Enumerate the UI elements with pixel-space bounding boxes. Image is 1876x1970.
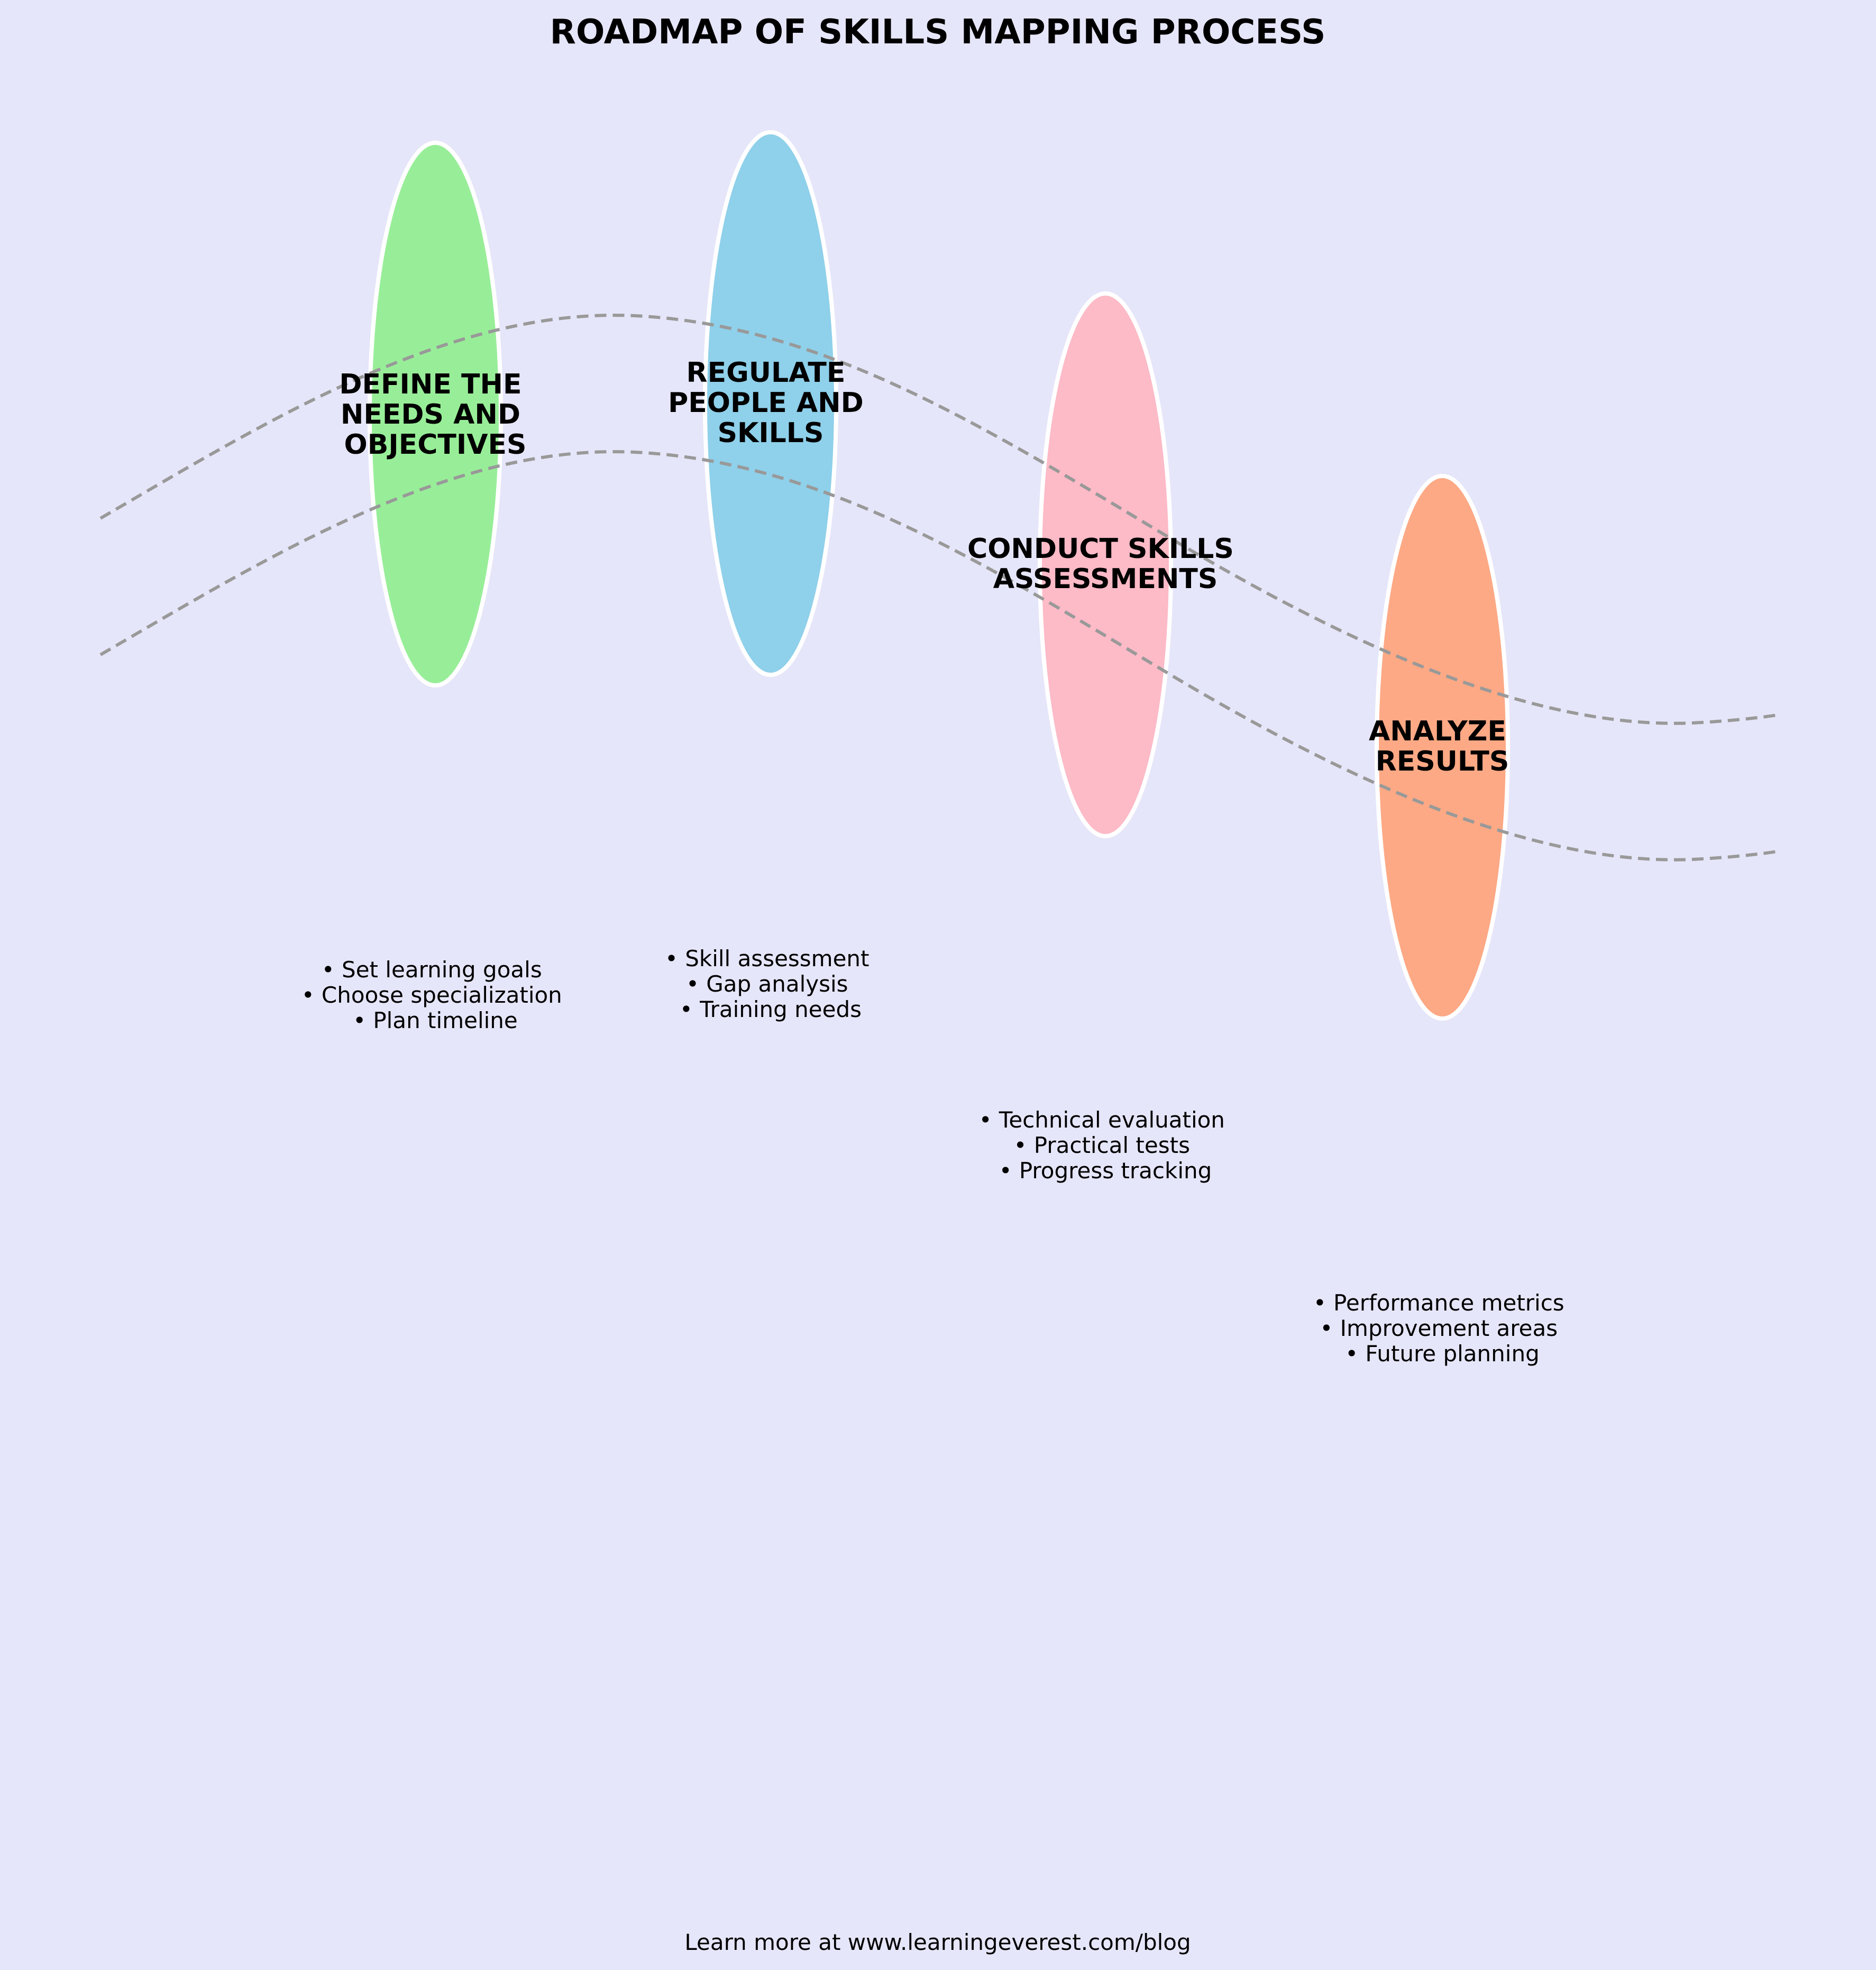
stage-3-bullets: • Technical evaluation • Practical tests… <box>979 1107 1232 1184</box>
stage-2-label-line-3: SKILLS <box>718 417 824 449</box>
stage-2-label: REGULATE PEOPLE AND SKILLS <box>668 357 873 449</box>
stage-3-bullet-3: • Progress tracking <box>999 1158 1212 1184</box>
stage-3-label: CONDUCT SKILLS ASSESSMENTS <box>967 533 1243 595</box>
diagram-title: ROADMAP OF SKILLS MAPPING PROCESS <box>550 13 1326 52</box>
stage-3-ellipse <box>1038 291 1173 838</box>
stage-4-bullets: • Performance metrics • Improvement area… <box>1313 1290 1571 1367</box>
footer-link-text: Learn more at www.learningeverest.com/bl… <box>684 1929 1191 1955</box>
stage-4-label: ANALYZE RESULTS <box>1369 716 1516 777</box>
stage-1-bullets: • Set learning goals • Choose specializa… <box>301 957 569 1033</box>
stage-1-bullet-2: • Choose specialization <box>301 982 562 1008</box>
stage-4-label-line-2: RESULTS <box>1376 746 1509 777</box>
stage-1-ellipse <box>368 141 503 688</box>
stage-2-bullet-2: • Gap analysis <box>686 971 848 997</box>
stage-2-bullet-3: • Training needs <box>680 996 862 1022</box>
stage-1-label-line-2: NEEDS AND <box>341 399 520 430</box>
stage-2-ellipse <box>703 130 838 677</box>
stage-1-bullet-1: • Set learning goals <box>322 957 542 983</box>
stage-4-bullet-1: • Performance metrics <box>1313 1290 1564 1316</box>
roadmap-path-upper <box>99 314 1778 725</box>
stage-3-label-line-2: ASSESSMENTS <box>993 563 1218 595</box>
stage-2-bullets: • Skill assessment • Gap analysis • Trai… <box>665 946 876 1022</box>
stage-4-ellipse <box>1375 474 1510 1021</box>
stage-4-label-line-1: ANALYZE <box>1369 716 1506 747</box>
stage-1-bullet-3: • Plan timeline <box>353 1007 518 1033</box>
stage-1-label-line-1: DEFINE THE <box>339 369 521 400</box>
stage-1-label-line-3: OBJECTIVES <box>344 429 527 461</box>
stage-1-label: DEFINE THE NEEDS AND OBJECTIVES <box>339 369 531 461</box>
stage-3-bullet-1: • Technical evaluation <box>979 1107 1225 1133</box>
stage-3-label-line-1: CONDUCT SKILLS <box>967 533 1234 565</box>
stage-2-label-line-1: REGULATE <box>687 357 846 389</box>
stage-3-bullet-2: • Practical tests <box>1014 1132 1190 1158</box>
stage-4-bullet-2: • Improvement areas <box>1320 1315 1558 1341</box>
stage-2-label-line-2: PEOPLE AND <box>668 387 864 419</box>
stage-4-bullet-3: • Future planning <box>1345 1341 1539 1367</box>
roadmap-path-lower <box>99 450 1778 862</box>
stage-2-bullet-1: • Skill assessment <box>665 946 869 972</box>
